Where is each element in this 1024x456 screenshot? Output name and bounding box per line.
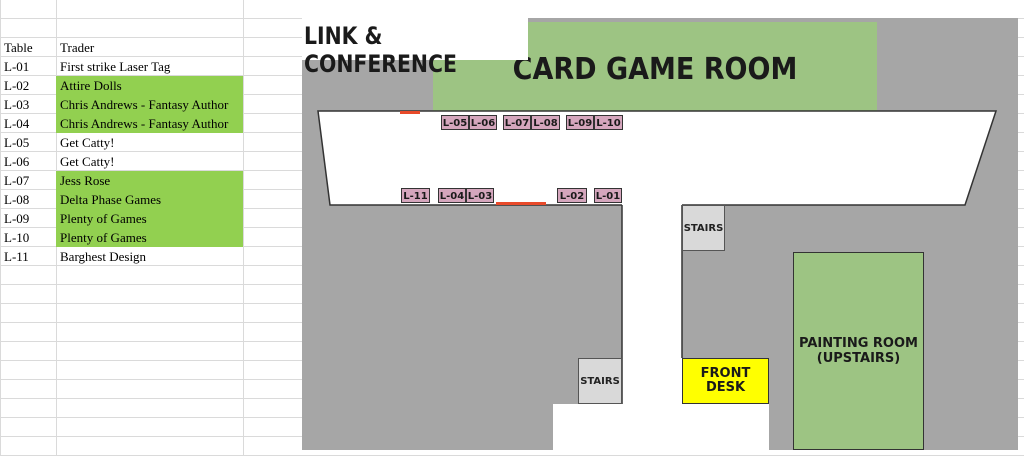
map-title: LINK & CONFERENCE <box>304 22 457 78</box>
table-l02[interactable]: L-02 <box>557 188 587 203</box>
trader-cell[interactable]: Jess Rose <box>56 171 243 190</box>
trader-cell[interactable]: Plenty of Games <box>56 209 243 228</box>
painting-room: PAINTING ROOM (UPSTAIRS) <box>793 252 924 450</box>
table-id-cell[interactable]: L-03 <box>4 97 30 112</box>
painting-room-label-2: (UPSTAIRS) <box>816 351 901 366</box>
trader-cell[interactable]: First strike Laser Tag <box>60 59 171 74</box>
front-desk-label-1: FRONT <box>700 366 751 381</box>
table-l07[interactable]: L-07 <box>503 115 531 130</box>
trader-cell[interactable]: Get Catty! <box>60 135 115 150</box>
table-l01[interactable]: L-01 <box>594 188 622 203</box>
stairs-lower: STAIRS <box>578 358 622 404</box>
table-l11[interactable]: L-11 <box>401 188 430 203</box>
trader-cell[interactable]: Delta Phase Games <box>56 190 243 209</box>
front-desk: FRONT DESK <box>682 358 769 404</box>
table-id-cell[interactable]: L-01 <box>4 59 30 74</box>
trader-cell[interactable]: Chris Andrews - Fantasy Author <box>56 95 243 114</box>
trader-cell[interactable]: Plenty of Games <box>56 228 243 247</box>
table-id-cell[interactable]: L-02 <box>4 78 30 93</box>
floor-plan: CARD GAME ROOM LINK & CONFERENCE L-05 L-… <box>302 18 1018 450</box>
trader-cell[interactable]: Attire Dolls <box>56 76 243 95</box>
lower-corridor <box>553 204 769 450</box>
door-marker <box>400 111 420 114</box>
table-id-cell[interactable]: L-09 <box>4 211 30 226</box>
front-desk-label-2: DESK <box>705 380 746 395</box>
table-l10[interactable]: L-10 <box>594 115 623 130</box>
table-id-cell[interactable]: L-11 <box>4 249 29 264</box>
table-id-cell[interactable]: L-04 <box>4 116 30 131</box>
table-id-cell[interactable]: L-07 <box>4 173 30 188</box>
table-id-cell[interactable]: L-06 <box>4 154 30 169</box>
card-game-room-label: CARD GAME ROOM <box>512 52 798 87</box>
door-marker <box>496 202 546 205</box>
table-id-cell[interactable]: L-10 <box>4 230 30 245</box>
table-l09[interactable]: L-09 <box>566 115 594 130</box>
table-l04[interactable]: L-04 <box>438 188 466 203</box>
column-divider <box>0 0 1 456</box>
table-l06[interactable]: L-06 <box>469 115 497 130</box>
table-id-cell[interactable]: L-08 <box>4 192 30 207</box>
table-l05[interactable]: L-05 <box>441 115 469 130</box>
column-divider <box>243 0 244 456</box>
stairs-upper: STAIRS <box>682 205 725 251</box>
trader-cell[interactable]: Barghest Design <box>60 249 147 264</box>
corridor <box>317 110 998 206</box>
table-l03[interactable]: L-03 <box>466 188 494 203</box>
trader-cell[interactable]: Get Catty! <box>60 154 115 169</box>
table-id-cell[interactable]: L-05 <box>4 135 30 150</box>
trader-cell[interactable]: Chris Andrews - Fantasy Author <box>56 114 243 133</box>
painting-room-label-1: PAINTING ROOM <box>799 336 918 351</box>
header-trader[interactable]: Trader <box>60 40 95 55</box>
header-table[interactable]: Table <box>4 40 33 55</box>
table-l08[interactable]: L-08 <box>531 115 560 130</box>
title-block: LINK & CONFERENCE <box>302 18 528 78</box>
